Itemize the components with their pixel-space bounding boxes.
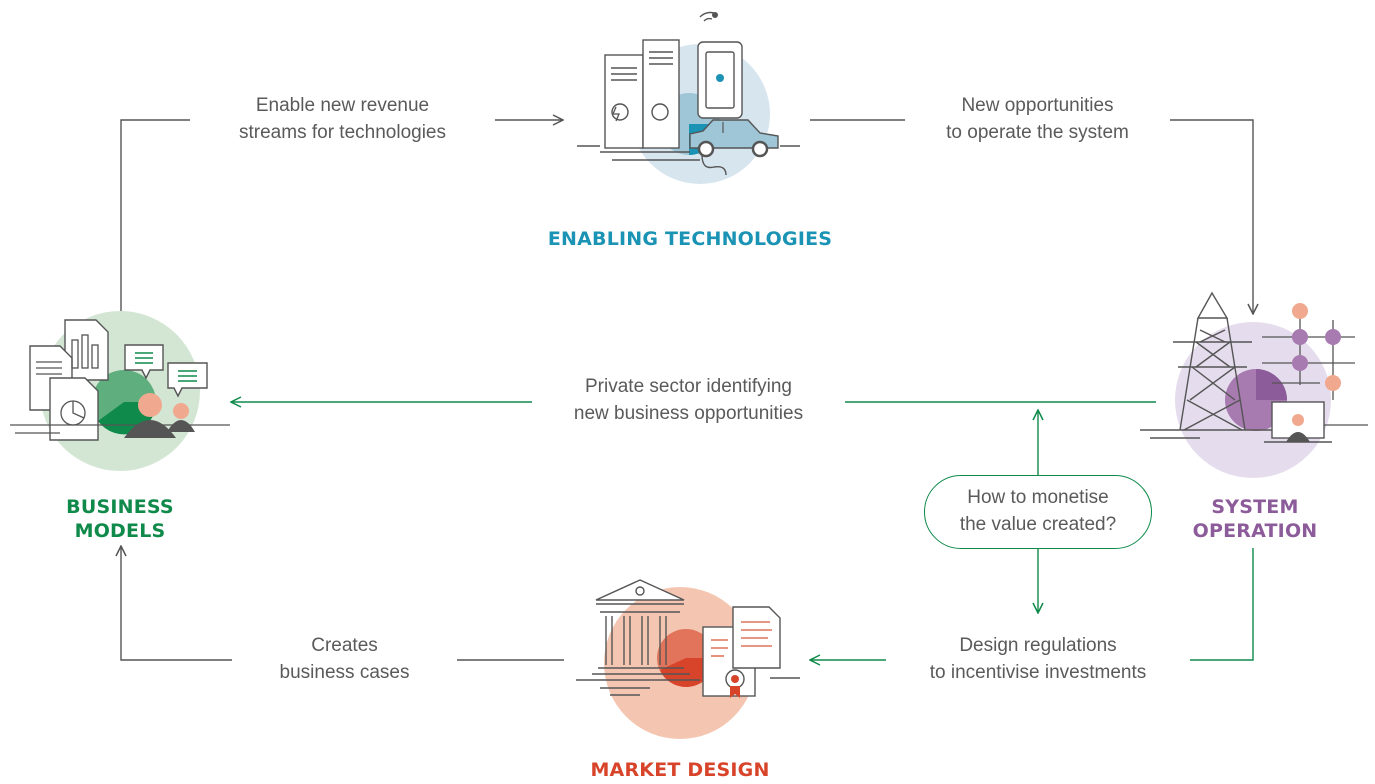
monetise-question-text: How to monetise the value created? — [924, 485, 1152, 538]
bank-building-icon — [576, 579, 800, 696]
car-icon — [689, 119, 779, 158]
edge-label-business-cases-line2: business cases — [279, 661, 410, 683]
edge-label-design-regulations-line2: to incentivise investments — [929, 661, 1147, 683]
monetise-question-line2: the value created? — [959, 513, 1117, 535]
edge-label-design-regulations-line1: Design regulations — [959, 635, 1117, 656]
system-operation-title: SYSTEM OPERATION — [1160, 496, 1350, 544]
connector-business-cases — [121, 546, 564, 661]
edge-label-revenue-streams-line2: streams for technologies — [239, 121, 446, 143]
connector-new-opportunities — [810, 119, 1253, 314]
edge-label-revenue-streams-line1: Enable new revenue — [255, 95, 430, 116]
monetise-question-pill — [924, 475, 1152, 549]
business-models-title-line1: BUSINESS — [66, 496, 174, 518]
document-certificate-icon — [702, 606, 781, 698]
edge-label-new-opportunities-line1: New opportunities — [961, 95, 1114, 116]
edge-label-private-sector: Private sector identifying new business … — [532, 374, 845, 427]
system-operation-title-line1: SYSTEM — [1211, 496, 1299, 518]
system-operation-title-line2: OPERATION — [1192, 519, 1318, 542]
edge-label-business-cases: Creates business cases — [232, 633, 457, 686]
market-design-icon — [576, 579, 800, 739]
chat-bubble-icon — [124, 344, 208, 398]
business-models-title-line2: MODELS — [74, 519, 166, 542]
enabling-technologies-icon — [577, 11, 800, 184]
edge-label-business-cases-line1: Creates — [311, 635, 378, 656]
edge-label-revenue-streams: Enable new revenue streams for technolog… — [190, 93, 495, 146]
edge-label-design-regulations: Design regulations to incentivise invest… — [886, 633, 1190, 686]
people-icon — [124, 393, 195, 438]
edge-label-private-sector-line2: new business opportunities — [573, 402, 804, 424]
edge-label-new-opportunities-line2: to operate the system — [946, 121, 1129, 143]
connector-revenue-streams — [120, 120, 563, 322]
laptop-user-icon — [1264, 401, 1332, 443]
system-operation-icon — [1140, 291, 1368, 478]
market-design-title: MARKET DESIGN — [590, 759, 770, 781]
transmission-tower-icon — [1140, 291, 1285, 439]
business-models-title: BUSINESS MODELS — [20, 496, 220, 544]
business-models-icon — [10, 311, 230, 471]
connector-design-regulations — [810, 548, 1254, 660]
edge-label-new-opportunities: New opportunities to operate the system — [905, 93, 1170, 146]
edge-label-private-sector-line1: Private sector identifying — [585, 376, 792, 397]
monetise-question-line1: How to monetise — [967, 487, 1109, 508]
enabling-technologies-title: ENABLING TECHNOLOGIES — [547, 228, 833, 250]
